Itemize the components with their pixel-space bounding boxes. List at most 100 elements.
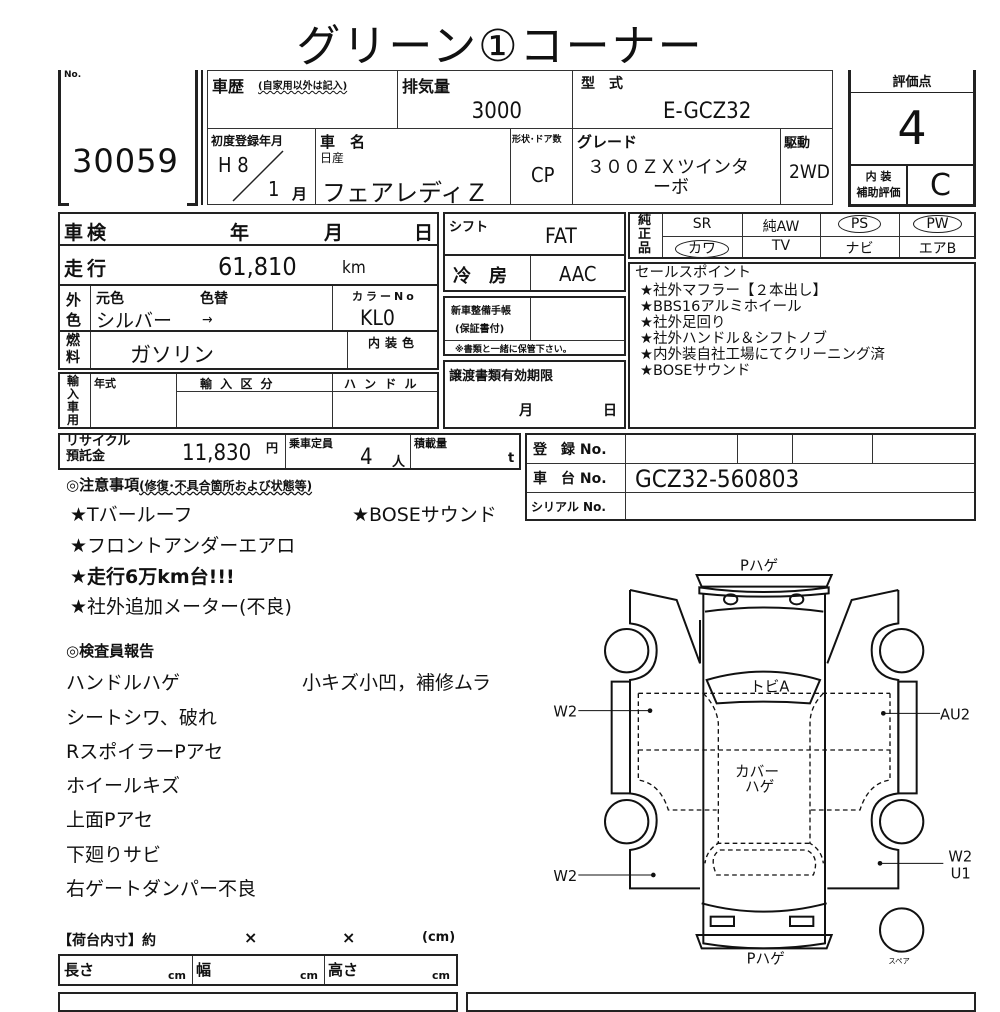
interior-label-2: 補助評価: [856, 186, 901, 199]
drive-cell: 駆動 2WD: [780, 128, 833, 205]
history-cell: 車歴 (自家用以外は記入): [207, 70, 398, 129]
headlight: [709, 915, 735, 927]
equip-alloy-wheels: 純AW: [762, 219, 800, 235]
note-item: ★Tバールーフ: [70, 504, 193, 526]
mileage-row: 走行 61,810 km: [58, 244, 439, 286]
cargo-dimensions: 長さ cm 幅 cm 高さ cm: [58, 954, 458, 986]
service-book-cell: 新車整備手帳 (保証書付) ※書類と一緒に保管下さい。: [443, 296, 626, 356]
interior-score-label: 内 装 補助評価: [851, 164, 908, 204]
notes-heading: ◎注意事項(修復･不具合箇所および状態等): [66, 474, 312, 495]
grade-value: ３００ＺＸツインタ: [587, 157, 749, 178]
import-class-label: 輸 入 区 分: [200, 377, 275, 391]
cm-unit: cm: [168, 969, 186, 982]
note-item: ★フロントアンダーエアロ: [70, 535, 296, 557]
equipment-grid: 純正品 SR 純AW PS PW カワ TV ナビ エアB: [628, 212, 976, 259]
car-damage-diagram: Pハゲ トビA カバー ハゲ W2 W2 AU2 W2 U1 Pハゲ スペア: [553, 558, 972, 968]
sales-point: ★社外ハンドル＆シフトノブ: [640, 331, 827, 347]
displacement-cell: 排気量 3000: [397, 70, 573, 129]
car-name-value: フェアレディＺ: [322, 179, 489, 207]
rear-spoiler: [695, 574, 834, 588]
exterior-label: 外色: [66, 291, 82, 329]
tail-light: [789, 593, 805, 606]
sales-point: ★内外装自社工場にてクリーニング済: [640, 347, 885, 363]
inspector-item: RスポイラーPアセ: [66, 741, 224, 763]
mileage-unit: km: [342, 258, 366, 278]
grade-value-2: ーボ: [653, 177, 689, 198]
spare-label: スペア: [888, 956, 909, 965]
lot-number: 30059: [72, 142, 179, 180]
inspector-item: ハンドルハゲ: [66, 672, 181, 694]
sales-point: ★社外マフラー【２本出し】: [640, 283, 827, 299]
lot-number-box: No. 30059: [58, 70, 198, 206]
model-code-value: E-GCZ32: [663, 99, 752, 124]
capacity-unit: 人: [392, 455, 406, 470]
sales-point: ★BOSEサウンド: [640, 363, 751, 379]
displacement-label: 排気量: [402, 77, 451, 96]
service-book-sublabel: (保証書付): [455, 324, 505, 335]
ac-value: AAC: [559, 262, 597, 286]
wheel: [604, 628, 650, 674]
change-color-value: →: [202, 312, 213, 328]
chassis-no-label: 車 台 No.: [533, 471, 607, 487]
transfer-day: 日: [603, 403, 617, 419]
sheet-title: グリーン①コーナー: [296, 21, 704, 72]
color-no-value: KL0: [360, 306, 395, 330]
damage-label-left-front: W2: [553, 868, 577, 885]
first-reg-month-unit: 月: [292, 185, 308, 203]
model-code-cell: 型 式 E-GCZ32: [572, 70, 833, 129]
grade-cell: グレード ３００ＺＸツインタ ーボ: [572, 128, 781, 205]
orig-color-label: 元色: [96, 291, 124, 307]
fuel-label: 燃料: [66, 333, 80, 366]
cargo-unit: (cm): [422, 930, 456, 945]
transfer-month: 月: [519, 403, 533, 419]
equip-sr: SR: [692, 216, 712, 232]
recycle-label: リサイクル: [66, 434, 131, 449]
first-reg-cell: 初度登録年月 H 8 1 月: [207, 128, 316, 205]
reg-no-label: 登 録 No.: [533, 442, 607, 458]
shift-label: シフト: [449, 220, 489, 235]
capacity-value: 4: [360, 445, 373, 470]
ac-label: 冷 房: [453, 266, 507, 287]
exterior-row: 外色 元色 色替 シルバー → カラーNo KL0: [58, 284, 439, 332]
first-reg-label: 初度登録年月: [211, 134, 284, 148]
car-name-label: 車 名: [320, 133, 366, 151]
bottom-box-right: [466, 992, 976, 1012]
score-box: 評価点 4 内 装 補助評価 C: [848, 70, 976, 207]
shift-cell: シフト FAT: [443, 212, 626, 256]
inspection-year: 年: [230, 222, 250, 244]
first-reg-month: 1: [268, 177, 280, 201]
interior-label-1: 内 装: [865, 170, 892, 183]
inspection-label: 車検: [64, 222, 111, 244]
ac-cell: 冷 房 AAC: [443, 254, 626, 292]
inspector-item: シートシワ、破れ: [66, 707, 217, 729]
score-label: 評価点: [851, 70, 973, 93]
damage-label-roof-2: ハゲ: [745, 779, 774, 796]
wheel: [879, 628, 925, 674]
recycle-unit: 円: [266, 441, 279, 455]
grade-label: グレード: [577, 133, 638, 151]
cargo-times-1: ×: [244, 928, 258, 947]
note-item: ★BOSEサウンド: [352, 504, 497, 526]
drive-value: 2WD: [789, 161, 830, 183]
damage-label-right-front-2: U1: [951, 865, 971, 882]
capacity-label: 乗車定員: [289, 437, 333, 450]
score-value: 4: [897, 101, 927, 155]
load-unit: t: [508, 451, 515, 466]
damage-label-right-front: W2: [948, 849, 972, 866]
inspector-item: 上面Pアセ: [66, 809, 154, 831]
import-year-label: 年式: [94, 377, 116, 390]
history-label: 車歴: [212, 77, 245, 96]
load-label: 積載量: [414, 437, 447, 450]
car-name-cell: 車 名 日産 フェアレディＺ: [315, 128, 511, 207]
sales-point: ★BBS16アルミホイール: [640, 299, 802, 315]
recycle-value: 11,830: [182, 441, 252, 466]
damage-label-rear: Pハゲ: [740, 558, 778, 575]
cargo-times-2: ×: [342, 928, 356, 947]
equip-airbag: エアB: [918, 241, 957, 257]
orig-color-value: シルバー: [96, 310, 173, 332]
recycle-label-2: 預託金: [66, 449, 106, 464]
import-row: 輸入車用 年式 輸 入 区 分 ハ ン ド ル: [58, 372, 439, 429]
cargo-height-label: 高さ: [328, 961, 359, 979]
import-label: 輸入車用: [67, 374, 80, 427]
sales-point: ★社外足回り: [640, 315, 726, 331]
